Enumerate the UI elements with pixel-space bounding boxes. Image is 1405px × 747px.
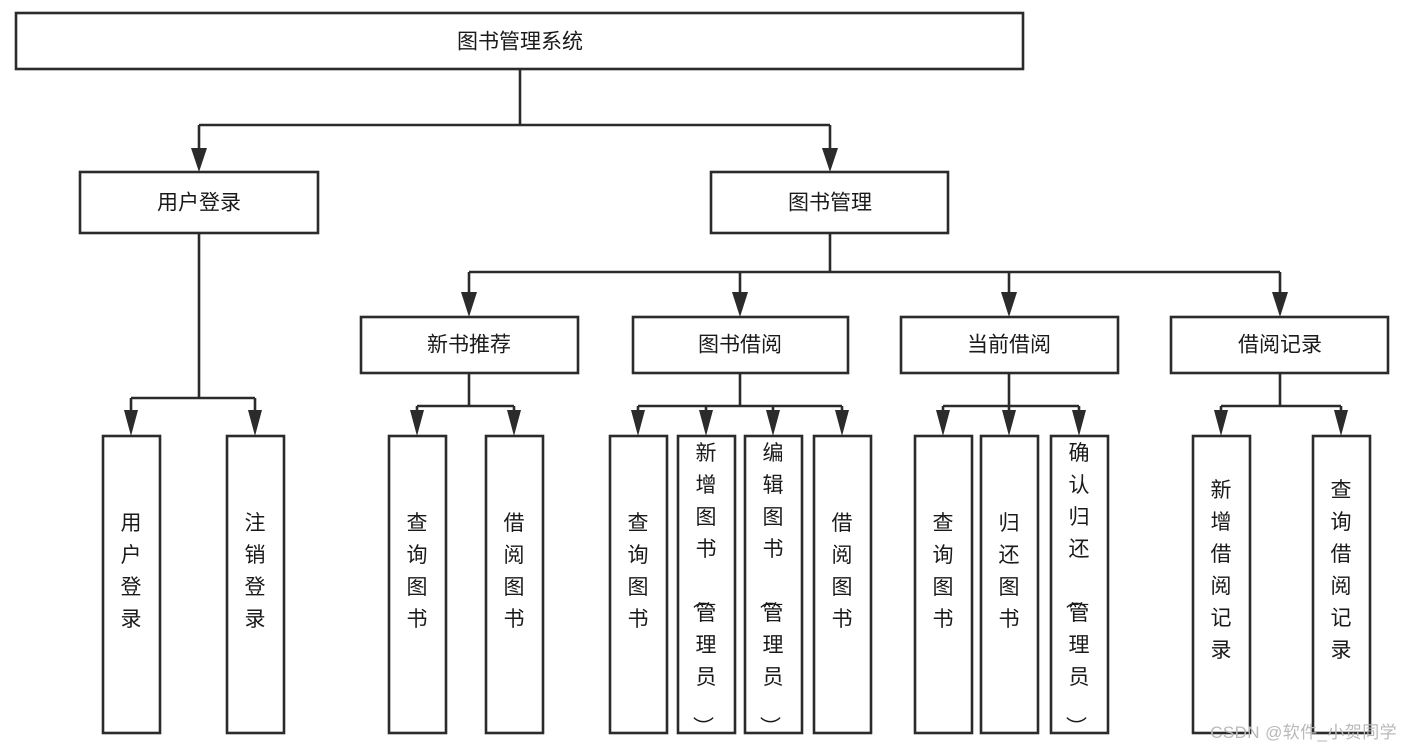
arrow-to-leaf-query-book-3 [936, 410, 950, 436]
arrow-to-leaf-borrow-book-2 [835, 410, 849, 436]
arrow-to-leaf-borrow-book-1 [507, 410, 521, 436]
node-borrow-record[interactable]: 借阅记录 [1169, 315, 1390, 375]
edge-group-book-borrow [631, 373, 849, 436]
node-leaf-borrow-book-1-label: 借阅图书 [504, 512, 525, 631]
node-leaf-logout-box[interactable] [225, 434, 286, 735]
node-leaf-query-book-1-label: 查询图书 [407, 512, 428, 631]
edge-group-borrow-record [1214, 373, 1348, 436]
csdn-watermark: CSDN @软件_小贺同学 [1210, 723, 1397, 742]
node-book-borrow-label: 图书借阅 [698, 334, 782, 357]
arrow-to-borrow-record [1272, 292, 1288, 317]
arrow-to-book-borrow [732, 292, 748, 317]
node-user-login-label: 用户登录 [157, 192, 241, 215]
node-root-label: 图书管理系统 [457, 31, 583, 54]
arrow-to-leaf-query-book-2 [631, 410, 645, 436]
node-leaf-query-book-3-label: 查询图书 [933, 512, 954, 631]
node-borrow-record-box[interactable] [1169, 315, 1390, 375]
arrow-to-leaf-user-login [124, 410, 138, 436]
node-leaf-query-book-1-box[interactable] [387, 434, 448, 735]
node-leaf-borrow-book-2[interactable]: 借阅图书 [812, 434, 873, 735]
node-leaf-borrow-book-1-box[interactable] [484, 434, 545, 735]
node-new-book-rec[interactable]: 新书推荐 [359, 315, 580, 375]
node-leaf-logout-label: 注销登录 [245, 512, 266, 631]
node-user-login-box[interactable] [78, 170, 320, 235]
edge-group-new-book-rec [410, 373, 521, 436]
node-leaf-query-record-label: 查询借阅记录 [1331, 479, 1352, 662]
edge-group-user-login [124, 233, 262, 436]
node-leaf-logout[interactable]: 注销登录 [225, 434, 286, 735]
node-current-borrow[interactable]: 当前借阅 [899, 315, 1120, 375]
node-leaf-add-record-box[interactable] [1191, 434, 1252, 735]
node-leaf-user-login-label: 用户登录 [121, 512, 142, 631]
arrow-to-user-login [191, 148, 207, 172]
node-leaf-return-book[interactable]: 归还图书 [979, 434, 1040, 735]
node-leaf-add-record-label: 新增借阅记录 [1211, 479, 1232, 662]
arrow-to-leaf-query-book-1 [410, 410, 424, 436]
node-leaf-query-book-3[interactable]: 查询图书 [913, 434, 974, 735]
node-current-borrow-box[interactable] [899, 315, 1120, 375]
arrow-to-leaf-edit-book [766, 410, 780, 436]
arrow-to-leaf-add-book [699, 410, 713, 436]
edge-group-current-borrow [936, 373, 1086, 436]
arrow-to-leaf-logout [248, 410, 262, 436]
arrow-to-book-manage [822, 148, 838, 172]
node-leaf-query-book-2[interactable]: 查询图书 [608, 434, 669, 735]
node-leaf-query-book-3-box[interactable] [913, 434, 974, 735]
node-current-borrow-label: 当前借阅 [967, 334, 1051, 357]
arrow-to-leaf-query-record [1334, 410, 1348, 436]
node-book-manage-label: 图书管理 [788, 192, 872, 215]
node-leaf-borrow-book-1[interactable]: 借阅图书 [484, 434, 545, 735]
node-leaf-add-record[interactable]: 新增借阅记录 [1191, 434, 1252, 735]
node-leaf-borrow-book-2-box[interactable] [812, 434, 873, 735]
node-leaf-user-login[interactable]: 用户登录 [101, 434, 162, 735]
node-leaf-confirm-return-label: 确认归还（管理员） [1064, 442, 1090, 737]
node-leaf-add-book-box[interactable] [676, 434, 737, 735]
arrow-to-leaf-add-record [1214, 410, 1228, 436]
node-leaf-edit-book[interactable]: 编辑图书（管理员） [743, 434, 804, 737]
node-book-manage[interactable]: 图书管理 [709, 170, 950, 235]
node-leaf-query-book-2-label: 查询图书 [628, 512, 649, 631]
node-borrow-record-label: 借阅记录 [1238, 334, 1322, 357]
node-leaf-user-login-box[interactable] [101, 434, 162, 735]
node-leaf-edit-book-label: 编辑图书（管理员） [758, 442, 784, 737]
node-leaf-query-book-2-box[interactable] [608, 434, 669, 735]
node-leaf-return-book-label: 归还图书 [999, 512, 1020, 631]
node-book-borrow-box[interactable] [631, 315, 850, 375]
node-leaf-borrow-book-2-label: 借阅图书 [832, 512, 853, 631]
node-leaf-return-book-box[interactable] [979, 434, 1040, 735]
arrow-to-leaf-confirm-return [1072, 410, 1086, 436]
node-user-login[interactable]: 用户登录 [78, 170, 320, 235]
node-root-box[interactable] [14, 11, 1025, 71]
arrow-to-leaf-return-book [1002, 410, 1016, 436]
node-leaf-query-record[interactable]: 查询借阅记录 [1311, 434, 1372, 735]
edge-group-book-manage [461, 233, 1288, 317]
node-new-book-rec-box[interactable] [359, 315, 580, 375]
node-book-manage-box[interactable] [709, 170, 950, 235]
node-leaf-edit-book-box[interactable] [743, 434, 804, 735]
arrow-to-current-borrow [1001, 292, 1017, 317]
node-leaf-confirm-return-box[interactable] [1049, 434, 1110, 735]
arrow-to-new-book-rec [461, 292, 477, 317]
node-new-book-rec-label: 新书推荐 [427, 334, 511, 357]
node-root[interactable]: 图书管理系统 [14, 11, 1025, 71]
node-leaf-add-book[interactable]: 新增图书（管理员） [676, 434, 737, 737]
node-leaf-confirm-return[interactable]: 确认归还（管理员） [1049, 434, 1110, 737]
edge-group-root [191, 69, 838, 172]
node-book-borrow[interactable]: 图书借阅 [631, 315, 850, 375]
node-leaf-add-book-label: 新增图书（管理员） [691, 442, 717, 737]
node-leaf-query-book-1[interactable]: 查询图书 [387, 434, 448, 735]
node-leaf-query-record-box[interactable] [1311, 434, 1372, 735]
